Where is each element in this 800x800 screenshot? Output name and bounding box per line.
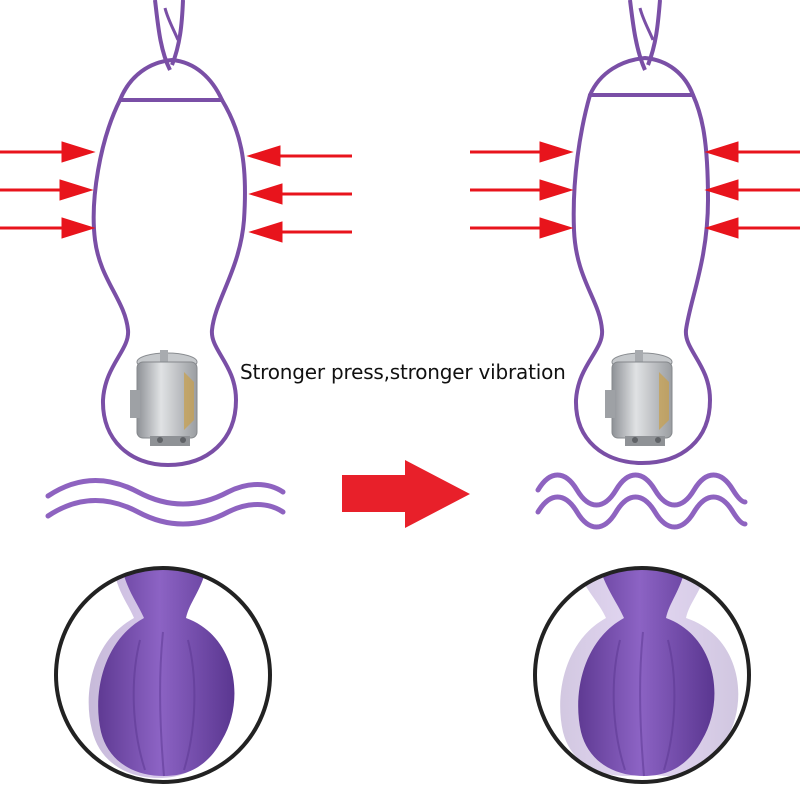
left-press-arrows	[0, 141, 352, 243]
press-arrow-left-3	[470, 217, 574, 239]
right-vibration-wave	[535, 472, 748, 530]
right-device-outline	[571, 0, 712, 465]
right-ball-closeup	[533, 566, 751, 784]
caption-text: Stronger press,stronger vibration	[240, 360, 566, 384]
press-arrow-left-3	[0, 217, 96, 239]
press-arrow-left-2	[0, 179, 94, 201]
press-arrow-right-2	[704, 179, 800, 201]
left-motor-icon	[130, 350, 198, 446]
press-arrow-left-1	[0, 141, 96, 163]
press-arrow-right-3	[704, 217, 800, 239]
right-press-arrows	[470, 141, 800, 239]
press-arrow-right-3	[248, 221, 352, 243]
transition-arrow-icon	[342, 460, 470, 528]
press-arrow-right-2	[248, 183, 352, 205]
press-arrow-right-1	[704, 141, 800, 163]
left-ball-closeup	[54, 566, 272, 784]
left-device-outline	[91, 0, 248, 467]
press-arrow-left-2	[470, 179, 574, 201]
press-arrow-right-1	[246, 145, 352, 167]
left-vibration-wave	[45, 477, 286, 527]
press-arrow-left-1	[470, 141, 574, 163]
right-motor-icon	[605, 350, 673, 446]
